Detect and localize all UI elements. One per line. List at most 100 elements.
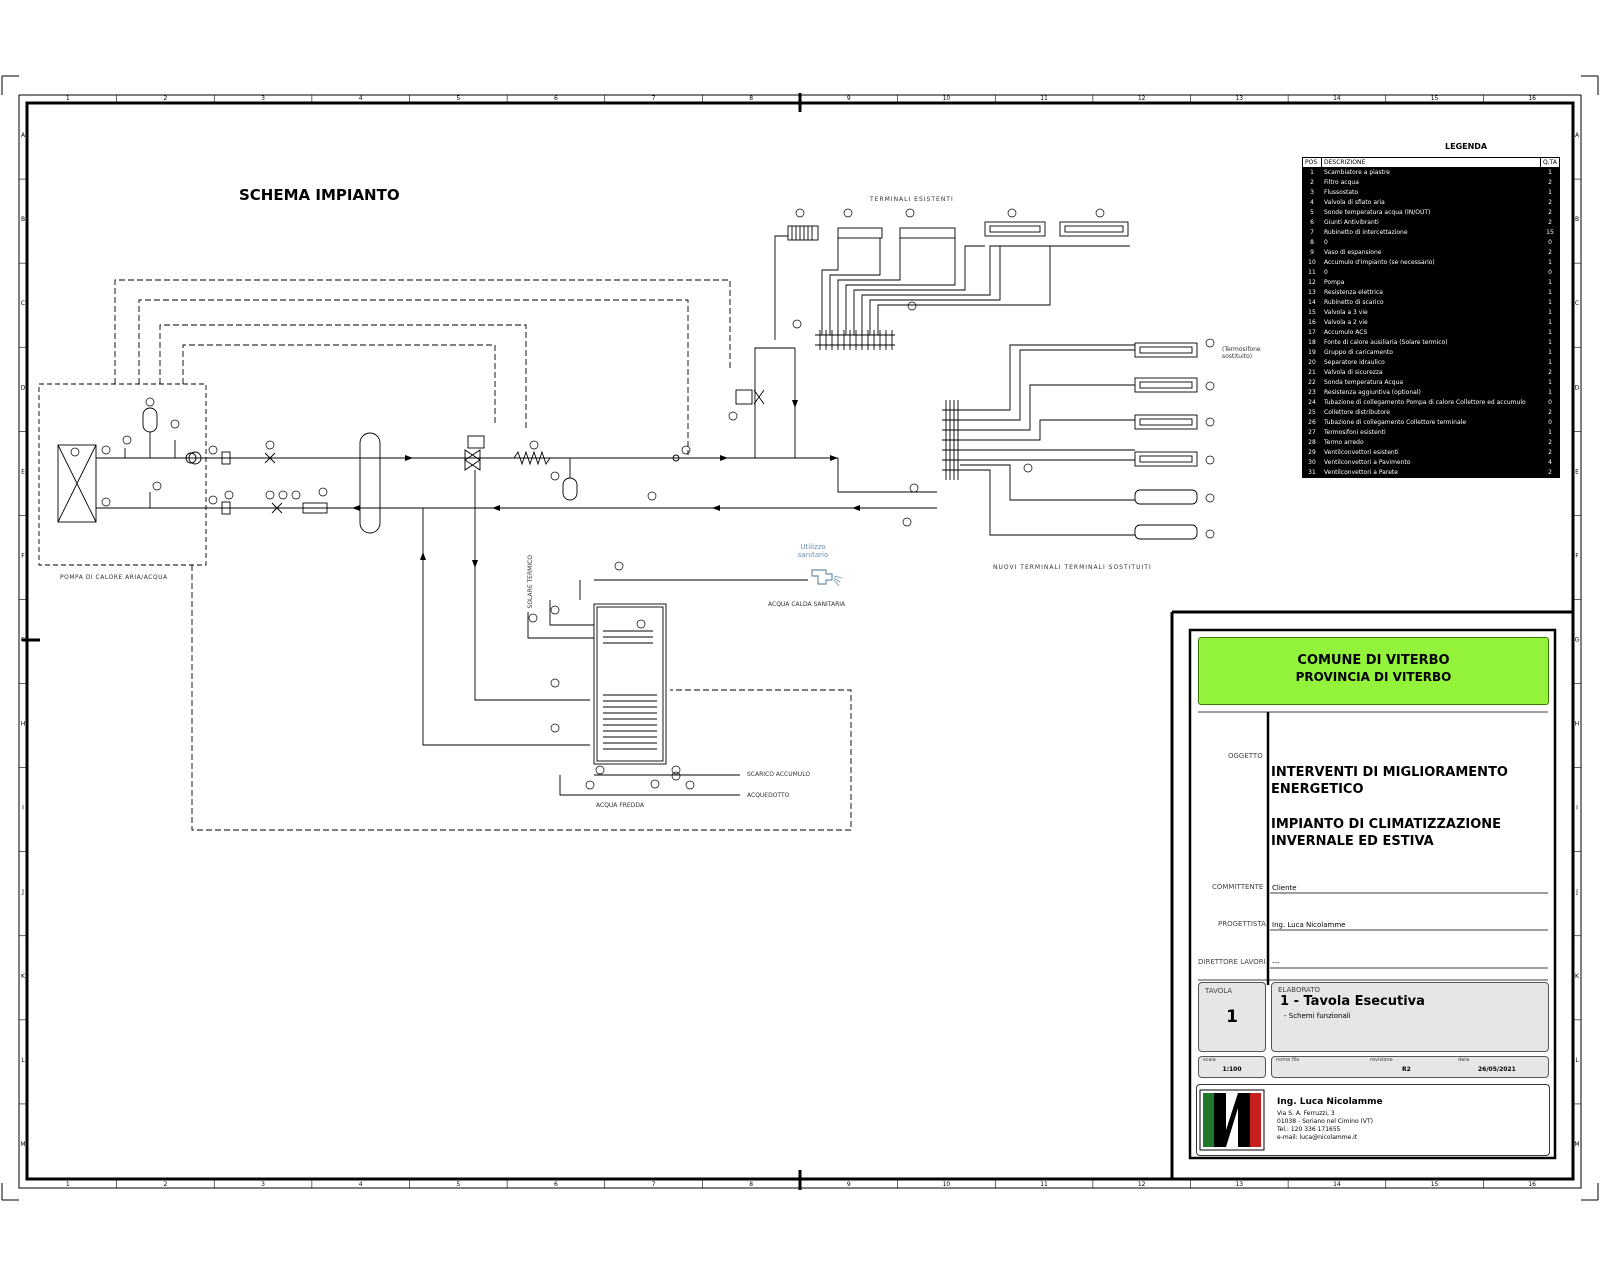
legend-desc: Resistenza aggiuntiva (optional) bbox=[1321, 387, 1541, 398]
grid-row-label: E bbox=[1575, 468, 1579, 475]
legend-qty: 1 bbox=[1540, 187, 1560, 198]
grid-row-label: A bbox=[1575, 132, 1580, 139]
legend-qty: 0 bbox=[1540, 237, 1560, 248]
legend-qty: 1 bbox=[1540, 427, 1560, 438]
legend-qty: 1 bbox=[1540, 297, 1560, 308]
grid-col-label: 2 bbox=[164, 1181, 168, 1188]
grid-col-label: 4 bbox=[359, 95, 363, 102]
engineer-box bbox=[1196, 1084, 1550, 1156]
grid-row-label: J bbox=[1575, 889, 1578, 896]
grid-col-label: 15 bbox=[1431, 95, 1439, 102]
grid-col-label: 12 bbox=[1138, 95, 1146, 102]
object-title: INTERVENTI DI MIGLIORAMENTO ENERGETICO I… bbox=[1271, 764, 1508, 850]
legend-desc: Flussostato bbox=[1321, 187, 1541, 198]
legend-desc: Accumulo ACS bbox=[1321, 327, 1541, 338]
province-name: PROVINCIA DI VITERBO bbox=[1295, 670, 1452, 684]
grid-row-label: F bbox=[21, 552, 25, 559]
grid-col-label: 13 bbox=[1235, 95, 1243, 102]
object-line-3: IMPIANTO DI CLIMATIZZAZIONE bbox=[1271, 817, 1502, 832]
legend-desc: Fonte di calore ausiliaria (Solare termi… bbox=[1321, 337, 1541, 348]
legend-qty: 0 bbox=[1540, 397, 1560, 408]
grid-row-label: C bbox=[1575, 300, 1579, 307]
grid-row-label: I bbox=[1576, 805, 1578, 812]
legend-pos: 28 bbox=[1302, 437, 1322, 448]
grid-col-label: 14 bbox=[1333, 1181, 1341, 1188]
legend-qty: 2 bbox=[1540, 247, 1560, 258]
engineer-email: e-mail: luca@nicolamme.it bbox=[1277, 1134, 1358, 1141]
grid-col-label: 7 bbox=[652, 1181, 656, 1188]
legend-header-row: POS DESCRIZIONE Q.TA bbox=[1302, 157, 1560, 168]
label-drain: SCARICO ACCUMULO bbox=[747, 771, 811, 778]
label-domestic-use: Utilizzo sanitario bbox=[797, 543, 829, 559]
label-heat-pump: POMPA DI CALORE ARIA/ACQUA bbox=[60, 574, 168, 581]
label-existing-terminals: TERMINALI ESISTENTI bbox=[870, 196, 954, 203]
grid-col-label: 6 bbox=[554, 1181, 558, 1188]
legend-pos: 2 bbox=[1302, 177, 1322, 188]
object-line-2: ENERGETICO bbox=[1271, 782, 1364, 797]
grid-row-label: M bbox=[20, 1141, 25, 1148]
legend-header-qty: Q.TA bbox=[1540, 157, 1560, 168]
elaborate-box: ELABORATO 1 - Tavola Esecutiva - Schemi … bbox=[1271, 982, 1549, 1052]
grid-row-label: A bbox=[21, 132, 26, 139]
grid-col-label: 15 bbox=[1431, 1181, 1439, 1188]
legend-qty: 1 bbox=[1540, 327, 1560, 338]
legend-pos: 25 bbox=[1302, 407, 1322, 418]
engineer-address-1: Via S. A. Ferruzzi, 3 bbox=[1277, 1110, 1335, 1117]
legend-desc: Gruppo di caricamento bbox=[1321, 347, 1541, 358]
legend-desc: Accumulo d'impianto (se necessario) bbox=[1321, 257, 1541, 268]
label-cold-water: ACQUA FREDDA bbox=[596, 802, 644, 809]
sheet-value: 1 bbox=[1226, 1007, 1238, 1027]
legend-pos: 23 bbox=[1302, 387, 1322, 398]
legend-pos: 19 bbox=[1302, 347, 1322, 358]
grid-col-label: 12 bbox=[1138, 1181, 1146, 1188]
legend-desc: Valvola a 2 vie bbox=[1321, 317, 1541, 328]
legend-pos: 4 bbox=[1302, 197, 1322, 208]
elaborate-value: 1 - Tavola Esecutiva bbox=[1280, 994, 1425, 1009]
grid-col-label: 2 bbox=[164, 95, 168, 102]
designer-value: Ing. Luca Nicolamme bbox=[1272, 921, 1346, 929]
grid-row-label: F bbox=[1575, 552, 1579, 559]
tap-icon bbox=[811, 569, 843, 587]
legend-qty: 2 bbox=[1540, 207, 1560, 218]
grid-col-label: 7 bbox=[652, 95, 656, 102]
grid-col-label: 10 bbox=[943, 1181, 951, 1188]
legend-qty: 1 bbox=[1540, 357, 1560, 368]
grid-col-label: 11 bbox=[1040, 95, 1048, 102]
grid-col-label: 14 bbox=[1333, 95, 1341, 102]
legend-pos: 26 bbox=[1302, 417, 1322, 428]
legend-pos: 5 bbox=[1302, 207, 1322, 218]
legend-pos: 12 bbox=[1302, 277, 1322, 288]
engineer-phone: Tel.: 120 336 171655 bbox=[1277, 1126, 1341, 1133]
municipality-banner: COMUNE DI VITERBO PROVINCIA DI VITERBO bbox=[1198, 637, 1549, 705]
legend-pos: 17 bbox=[1302, 327, 1322, 338]
grid-row-label: C bbox=[21, 300, 25, 307]
legend-desc: Termo arredo bbox=[1321, 437, 1541, 448]
legend-pos: 21 bbox=[1302, 367, 1322, 378]
legend-desc: Separatore idraulico bbox=[1321, 357, 1541, 368]
sheet-label: TAVOLA bbox=[1205, 987, 1233, 995]
legend-qty: 1 bbox=[1540, 257, 1560, 268]
company-logo bbox=[1199, 1089, 1265, 1151]
label-replaced-note: (Termosifone sostituito) bbox=[1222, 346, 1261, 360]
legend-pos: 20 bbox=[1302, 357, 1322, 368]
legend-pos: 6 bbox=[1302, 217, 1322, 228]
legend-pos: 13 bbox=[1302, 287, 1322, 298]
legend-pos: 7 bbox=[1302, 227, 1322, 238]
legend-desc: Sonde temperatura acqua (IN/OUT) bbox=[1321, 207, 1541, 218]
designer-label: PROGETTISTA bbox=[1218, 920, 1266, 928]
